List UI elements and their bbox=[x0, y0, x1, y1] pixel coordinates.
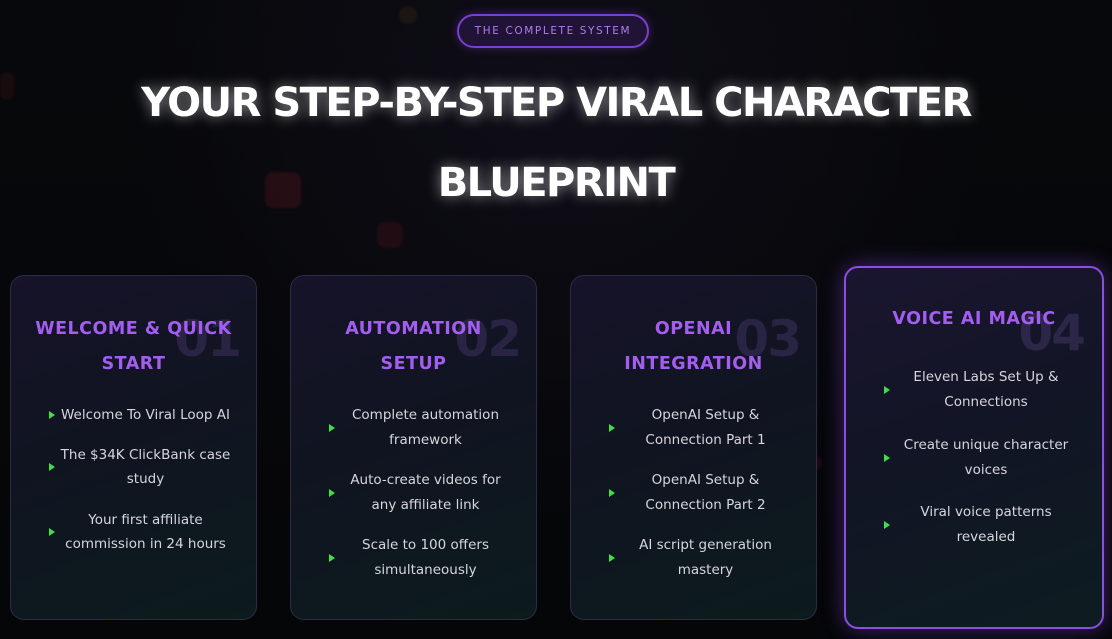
bullet-arrow-icon bbox=[609, 553, 615, 562]
list-item: AI script generation mastery bbox=[603, 533, 794, 582]
module-number: 02 bbox=[454, 310, 522, 368]
section-badge: THE COMPLETE SYSTEM bbox=[457, 14, 649, 48]
list-item-text: AI script generation mastery bbox=[639, 537, 772, 578]
module-number: 03 bbox=[734, 310, 802, 368]
module-card-4: 04 VOICE AI MAGIC Eleven Labs Set Up & C… bbox=[844, 266, 1104, 629]
list-item: Scale to 100 offers simultaneously bbox=[323, 533, 514, 582]
bullet-arrow-icon bbox=[329, 423, 335, 432]
list-item-text: Auto-create videos for any affiliate lin… bbox=[350, 472, 501, 513]
list-item-text: OpenAI Setup & Connection Part 1 bbox=[645, 407, 766, 448]
module-title: WELCOME & QUICK START bbox=[35, 319, 232, 374]
bullet-arrow-icon bbox=[329, 488, 335, 497]
module-item-list: Welcome To Viral Loop AI The $34K ClickB… bbox=[43, 403, 234, 557]
bullet-arrow-icon bbox=[49, 528, 55, 536]
module-card-3: 03 OPENAI INTEGRATION OpenAI Setup & Con… bbox=[570, 275, 817, 620]
list-item: Your first affiliate commission in 24 ho… bbox=[43, 508, 234, 557]
module-item-list: OpenAI Setup & Connection Part 1 OpenAI … bbox=[603, 403, 794, 582]
list-item: Welcome To Viral Loop AI bbox=[43, 403, 234, 428]
module-card-2: 02 AUTOMATION SETUP Complete automation … bbox=[290, 275, 537, 620]
list-item-text: Eleven Labs Set Up & Connections bbox=[913, 369, 1059, 410]
list-item: Auto-create videos for any affiliate lin… bbox=[323, 468, 514, 517]
bullet-arrow-icon bbox=[609, 488, 615, 497]
decorative-blob bbox=[265, 172, 301, 208]
decorative-blob bbox=[399, 6, 417, 24]
module-item-list: Complete automation framework Auto-creat… bbox=[323, 403, 514, 582]
list-item-text: Viral voice patterns revealed bbox=[920, 504, 1052, 545]
list-item: Eleven Labs Set Up & Connections bbox=[878, 365, 1080, 415]
list-item: OpenAI Setup & Connection Part 2 bbox=[603, 468, 794, 517]
bullet-arrow-icon bbox=[329, 553, 335, 562]
headline-line-2: BLUEPRINT bbox=[437, 160, 676, 206]
list-item: OpenAI Setup & Connection Part 1 bbox=[603, 403, 794, 452]
list-item-text: Create unique character voices bbox=[903, 437, 1069, 478]
bullet-arrow-icon bbox=[884, 386, 890, 394]
list-item: Create unique character voices bbox=[878, 433, 1080, 483]
bullet-arrow-icon bbox=[49, 411, 55, 420]
module-title: OPENAI INTEGRATION bbox=[624, 319, 763, 374]
list-item: Viral voice patterns revealed bbox=[878, 500, 1080, 550]
decorative-blob bbox=[377, 222, 403, 248]
list-item-text: The $34K ClickBank case study bbox=[60, 446, 231, 488]
bullet-arrow-icon bbox=[884, 454, 890, 462]
list-item: The $34K ClickBank case study bbox=[43, 443, 234, 492]
module-title: AUTOMATION SETUP bbox=[345, 319, 482, 374]
list-item-text: Complete automation framework bbox=[351, 407, 500, 448]
bullet-arrow-icon bbox=[884, 521, 890, 529]
list-item-text: Welcome To Viral Loop AI bbox=[61, 407, 230, 423]
list-item-text: OpenAI Setup & Connection Part 2 bbox=[645, 472, 766, 513]
module-item-list: Eleven Labs Set Up & Connections Create … bbox=[878, 365, 1080, 550]
module-number: 01 bbox=[174, 310, 242, 368]
module-number: 04 bbox=[1018, 304, 1086, 362]
headline-line-1: YOUR STEP-BY-STEP VIRAL CHARACTER bbox=[141, 80, 972, 126]
bullet-arrow-icon bbox=[609, 423, 615, 432]
module-title: VOICE AI MAGIC bbox=[892, 309, 1056, 329]
list-item-text: Your first affiliate commission in 24 ho… bbox=[65, 511, 226, 553]
decorative-blob bbox=[0, 72, 14, 100]
module-card-1: 01 WELCOME & QUICK START Welcome To Vira… bbox=[10, 275, 257, 620]
list-item: Complete automation framework bbox=[323, 403, 514, 452]
bullet-arrow-icon bbox=[49, 463, 55, 471]
list-item-text: Scale to 100 offers simultaneously bbox=[362, 537, 489, 578]
